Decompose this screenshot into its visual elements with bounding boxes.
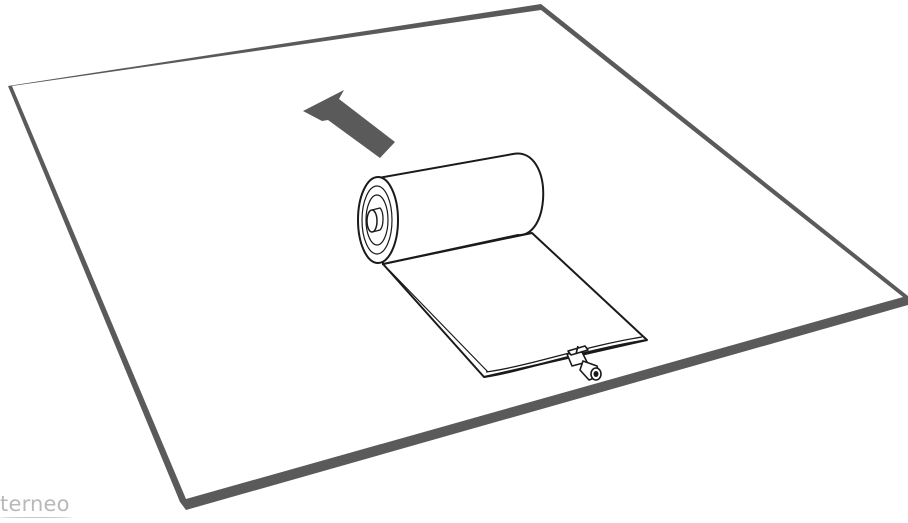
watermark-logo: iterneo bbox=[0, 492, 70, 516]
arrow-up-left-icon bbox=[303, 90, 395, 158]
watermark-underline bbox=[0, 517, 72, 518]
sheet-left-edge-inner bbox=[388, 269, 489, 373]
valve-stem bbox=[575, 345, 579, 355]
roll-body bbox=[376, 152, 545, 266]
sheet-front-lip bbox=[483, 339, 648, 378]
valve-icon bbox=[566, 345, 602, 381]
rolled-membrane bbox=[357, 152, 545, 266]
valve-handle bbox=[567, 345, 589, 356]
roll-layer-1 bbox=[361, 185, 393, 255]
roll-layer-2 bbox=[365, 194, 389, 246]
roll-core bbox=[366, 209, 378, 233]
sheet-front-lip-inner bbox=[485, 336, 643, 373]
roll-core-shadow bbox=[371, 207, 384, 233]
valve-outlet-inner bbox=[593, 371, 599, 377]
